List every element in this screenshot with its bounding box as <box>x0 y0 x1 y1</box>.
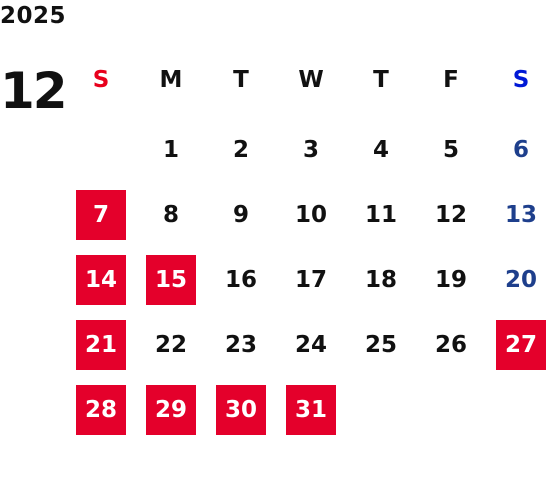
day-cell: 3 <box>302 137 319 163</box>
day-cell-holiday: 29 <box>146 385 196 435</box>
day-cell: 12 <box>434 202 467 228</box>
day-cell: 1 <box>162 137 179 163</box>
day-cell: 9 <box>232 202 249 228</box>
day-cell: 8 <box>162 202 179 228</box>
day-cell: 25 <box>364 332 397 358</box>
day-cell-holiday: 30 <box>216 385 266 435</box>
weekday-header: F <box>443 67 459 93</box>
day-cell-holiday: 28 <box>76 385 126 435</box>
weekday-header: M <box>159 67 183 93</box>
day-cell: 17 <box>294 267 327 293</box>
day-cell-holiday: 21 <box>76 320 126 370</box>
weekday-header: T <box>373 67 389 93</box>
year-label: 2025 <box>0 3 67 29</box>
weekday-header: W <box>298 67 324 93</box>
day-cell-holiday: 27 <box>496 320 546 370</box>
day-cell: 26 <box>434 332 467 358</box>
day-cell: 2 <box>232 137 249 163</box>
weekday-header: S <box>92 67 110 93</box>
day-cell: 23 <box>224 332 257 358</box>
day-cell: 4 <box>372 137 389 163</box>
day-cell: 16 <box>224 267 257 293</box>
day-cell: 6 <box>512 137 529 163</box>
day-cell: 5 <box>442 137 459 163</box>
day-cell: 22 <box>154 332 187 358</box>
day-cell: 11 <box>364 202 397 228</box>
day-cell-holiday: 15 <box>146 255 196 305</box>
day-cell: 24 <box>294 332 327 358</box>
day-cell: 20 <box>504 267 537 293</box>
day-cell-holiday: 31 <box>286 385 336 435</box>
day-cell-holiday: 7 <box>76 190 126 240</box>
weekday-header: T <box>233 67 249 93</box>
day-cell-holiday: 14 <box>76 255 126 305</box>
weekday-header: S <box>512 67 530 93</box>
month-label: 12 <box>0 62 68 120</box>
day-cell: 10 <box>294 202 327 228</box>
day-cell: 19 <box>434 267 467 293</box>
day-cell: 18 <box>364 267 397 293</box>
day-cell: 13 <box>504 202 537 228</box>
